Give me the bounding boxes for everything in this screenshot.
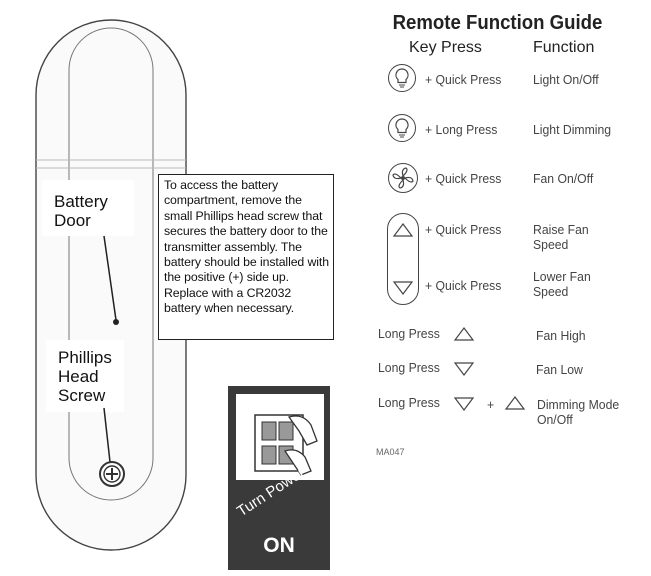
light-bulb-icon bbox=[388, 64, 416, 92]
battery-door-dot bbox=[113, 319, 119, 325]
remote-illustration bbox=[35, 19, 187, 551]
row2-function: Light Dimming bbox=[533, 122, 612, 137]
long-row3-function-line1: Dimming Mode bbox=[537, 397, 620, 412]
phillips-screw-label-line1: Phillips bbox=[58, 348, 112, 367]
long-row3-function: Dimming Mode On/Off bbox=[537, 397, 619, 427]
row5-function-line2: Speed bbox=[533, 284, 569, 299]
power-on-text: ON bbox=[263, 534, 295, 557]
battery-door-label: Battery Door bbox=[54, 192, 108, 230]
screw-icon bbox=[99, 461, 125, 487]
row3-function: Fan On/Off bbox=[533, 171, 594, 186]
row5-press: + Quick Press bbox=[425, 278, 502, 293]
figure-code: MA047 bbox=[376, 447, 405, 457]
row4-function: Raise Fan Speed bbox=[533, 222, 589, 252]
arrow-down-icon bbox=[453, 362, 475, 376]
battery-door-label-line2: Door bbox=[54, 211, 91, 230]
key-press-header: Key Press bbox=[409, 39, 482, 56]
turn-power-badge: Turn Power ON bbox=[228, 386, 330, 570]
arrow-up-icon bbox=[453, 327, 475, 341]
arrow-up-icon bbox=[504, 396, 526, 410]
arrow-down-icon bbox=[453, 397, 475, 411]
plus-sign: + bbox=[487, 397, 495, 412]
guide-title: Remote Function Guide bbox=[392, 12, 603, 34]
battery-door-label-line1: Battery bbox=[54, 192, 108, 211]
fan-icon bbox=[388, 163, 418, 193]
long-row1-press: Long Press bbox=[378, 326, 440, 341]
arrow-down-icon bbox=[392, 281, 414, 295]
phillips-screw-label-line3: Screw bbox=[58, 386, 106, 405]
row1-press: + Quick Press bbox=[425, 72, 502, 87]
phillips-screw-label: Phillips Head Screw bbox=[58, 348, 112, 405]
phillips-screw-label-line2: Head bbox=[58, 367, 99, 386]
speed-rocker bbox=[387, 213, 419, 305]
light-bulb-icon bbox=[388, 114, 416, 142]
row5-function-line1: Lower Fan bbox=[533, 269, 591, 284]
long-row2-function: Fan Low bbox=[536, 362, 583, 377]
battery-instructions: To access the battery compartment, remov… bbox=[158, 174, 334, 340]
function-header: Function bbox=[533, 39, 595, 56]
long-row1-function: Fan High bbox=[536, 328, 586, 343]
row4-function-line2: Speed bbox=[533, 237, 569, 252]
row4-function-line1: Raise Fan bbox=[533, 222, 589, 237]
row3-press: + Quick Press bbox=[425, 171, 502, 186]
wall-switch-illustration bbox=[236, 394, 324, 480]
long-row2-press: Long Press bbox=[378, 360, 440, 375]
long-row3-function-line2: On/Off bbox=[537, 412, 573, 427]
row2-press: + Long Press bbox=[425, 122, 498, 137]
row5-function: Lower Fan Speed bbox=[533, 269, 591, 299]
row4-press: + Quick Press bbox=[425, 222, 502, 237]
long-row3-press: Long Press bbox=[378, 395, 440, 410]
arrow-up-icon bbox=[392, 223, 414, 237]
row1-function: Light On/Off bbox=[533, 72, 599, 87]
